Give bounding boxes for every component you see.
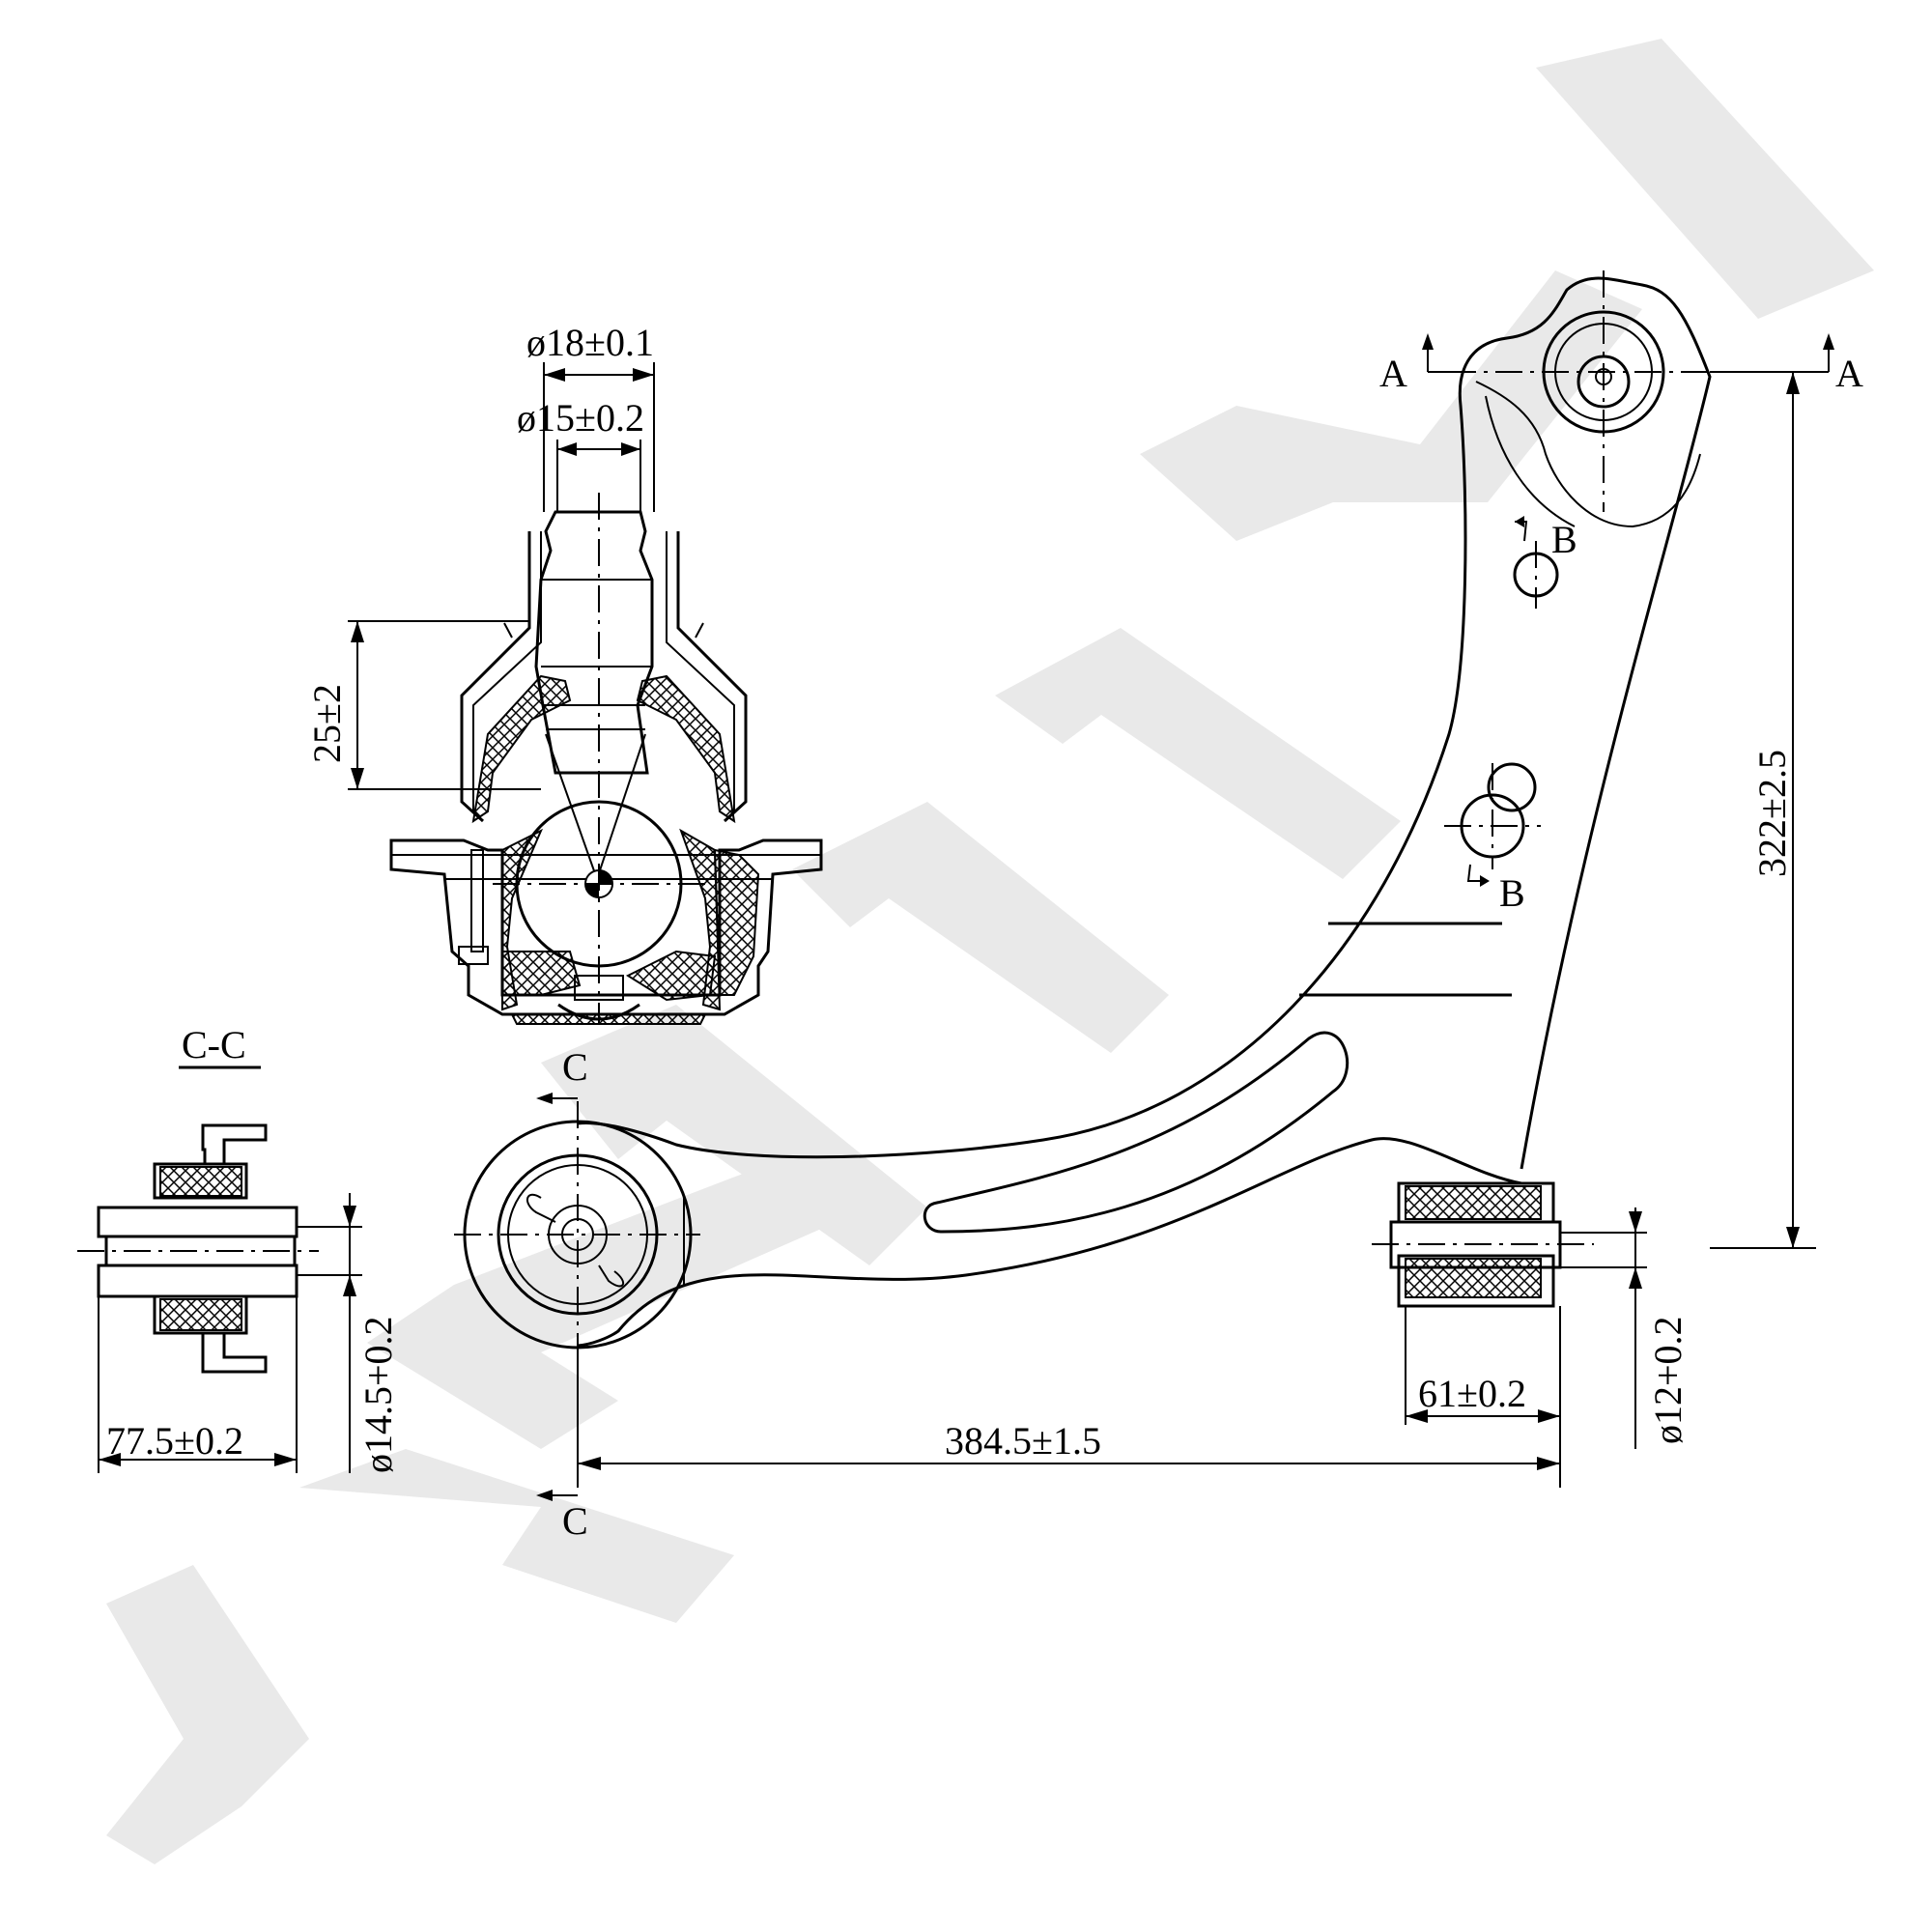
dim-bushing-length: 77.5±0.2 <box>106 1419 243 1463</box>
ball-joint-dimensions <box>348 362 655 790</box>
section-marker-c-top: C <box>562 1045 588 1089</box>
section-marker-b-top: B <box>1551 518 1577 561</box>
dim-rear-bushing-bore: ø12+0.2 <box>1646 1316 1690 1444</box>
dim-arm-length: 384.5±1.5 <box>945 1419 1101 1463</box>
bushing-section-cc <box>77 1065 362 1473</box>
section-marker-arrows <box>536 333 1834 1501</box>
control-arm <box>454 270 1758 1488</box>
section-marker-a-right: A <box>1835 352 1863 395</box>
dim-bushing-bore: ø14.5+0.2 <box>356 1316 400 1473</box>
section-marker-a-left: A <box>1379 352 1407 395</box>
dim-arm-height: 322±2.5 <box>1750 750 1794 877</box>
dim-ball-stud-minor: ø15±0.2 <box>517 396 644 440</box>
ball-joint-section <box>389 493 823 1025</box>
dim-ball-stud-major: ø18±0.1 <box>526 321 654 364</box>
dim-rear-bushing-length: 61±0.2 <box>1418 1372 1526 1415</box>
control-arm-dimensions <box>577 371 1816 1488</box>
section-title-cc: C-C <box>182 1023 246 1066</box>
watermark-logo <box>106 39 1874 1864</box>
section-marker-c-bottom: C <box>562 1499 588 1543</box>
dim-ball-height: 25±2 <box>305 684 349 763</box>
section-marker-b-bottom: B <box>1499 871 1525 915</box>
